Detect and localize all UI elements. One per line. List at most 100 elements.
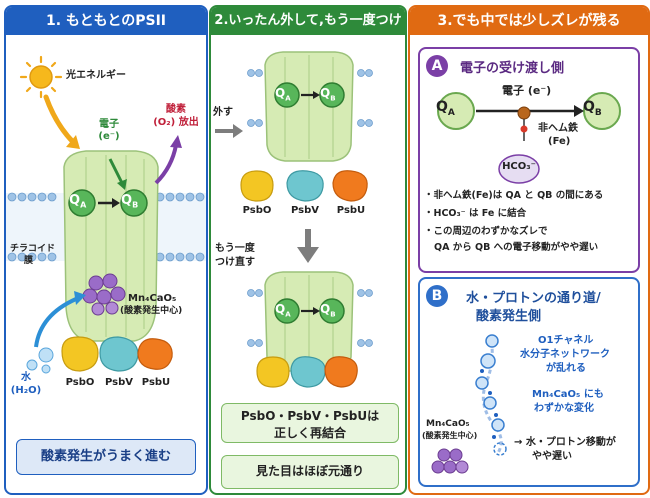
bottom-psii-complex <box>264 271 354 372</box>
panel2-illustration <box>215 51 373 388</box>
box-a-qb-label: QB <box>583 99 602 118</box>
qa-circle <box>68 189 96 217</box>
reattached-psbo <box>256 356 290 388</box>
panel-residual-shift: 3.でも中では少しズレが残る A 電子の受け渡し側 QA QB 電子 (e⁻) … <box>408 5 650 495</box>
psbu-shape <box>137 338 173 370</box>
box-a-bullet-4: QA から QB への電子移動がやや遅い <box>434 242 599 253</box>
electron-arrow <box>108 158 124 184</box>
proton-pathway-diagram <box>431 334 507 474</box>
fe-atom-icon <box>517 106 531 120</box>
psbo-shape <box>61 336 99 372</box>
box-b-cluster-note: (酸素発生中心) <box>422 431 478 440</box>
membrane-label: チラコイド <box>10 244 56 254</box>
panel1-illustration <box>6 55 206 374</box>
badge-a: A <box>426 55 448 77</box>
box-a-qa-circle <box>437 92 475 130</box>
psbu-label: PsbU <box>141 377 171 388</box>
cluster-note: (酸素発生中心) <box>120 306 183 316</box>
box-electron-transfer: A 電子の受け渡し側 QA QB 電子 (e⁻) 非ヘム鉄 (Fe) HCO₃⁻… <box>418 47 640 273</box>
water-molecules <box>475 334 505 432</box>
box-a-bullet-1: ・非ヘム鉄(Fe)は QA と QB の間にある <box>424 190 604 201</box>
light-arrow <box>43 94 77 146</box>
sun-icon <box>19 55 63 99</box>
box-b-line-2: 水分子ネットワーク <box>520 349 610 360</box>
box-b-line-3: が乱れる <box>546 363 586 374</box>
reattached-psbu <box>324 356 358 388</box>
panel1-summary: 酸素発生がうまく進む <box>16 439 196 475</box>
box-b-title-2: 酸素発生側 <box>476 309 542 324</box>
water-label: 水 <box>21 372 31 383</box>
detached-psbu-label: PsbU <box>336 205 366 216</box>
electron-label: 電子 <box>99 119 119 130</box>
box-a-qa-label: QA <box>436 99 455 118</box>
water-channel-path <box>481 334 503 454</box>
mn-cluster-icon <box>82 273 126 316</box>
water-symbol: (H₂O) <box>10 385 42 396</box>
oxygen-label: 酸素 <box>166 104 186 115</box>
membrane-label-2: 膜 <box>24 256 34 266</box>
box-b-line-1: O1チャネル <box>538 335 594 346</box>
top-qa-label: QA <box>275 86 291 103</box>
reattach-label: もう一度 <box>215 243 255 254</box>
panel-remove-reattach: 2.いったん外して,もう一度つけ直す <box>209 5 407 495</box>
panel3-title: 3.でも中では少しズレが残る <box>410 7 648 35</box>
box-b-cluster-label: Mn₄CaO₅ <box>426 419 470 429</box>
water-droplets <box>26 347 54 374</box>
qb-label: QB <box>121 193 139 210</box>
panel2-title: 2.いったん外して,もう一度つけ直す <box>211 7 405 56</box>
detached-psbv-label: PsbV <box>290 205 319 216</box>
remove-label: 外す <box>213 107 233 118</box>
detached-psbu <box>332 170 368 202</box>
psbo-label: PsbO <box>65 377 95 388</box>
fe-symbol: (Fe) <box>548 136 571 147</box>
reattach-label-2: つけ直す <box>215 257 255 268</box>
box-b-line-5: わずかな変化 <box>534 403 594 414</box>
oxygen-arrow <box>154 144 178 185</box>
bottom-qb-label: QB <box>320 302 336 319</box>
psbv-shape <box>99 336 139 372</box>
box-b-title-1: 水・プロトンの通り道/ <box>466 291 601 306</box>
box-b-line-6: → 水・プロトン移動が <box>514 437 616 448</box>
hco3-label: HCO₃⁻ <box>502 161 536 172</box>
panel1-title: 1. もともとのPSII <box>6 7 206 35</box>
bottom-qa-label: QA <box>275 302 291 319</box>
box-a-bullet-2: ・HCO₃⁻ は Fe に結合 <box>424 208 527 219</box>
note-rebinding-line2: 正しく再結合 <box>273 426 346 440</box>
box-a-bullet-3: ・この周辺のわずかなズレで <box>424 226 548 237</box>
note-appearance: 見た目はほぼ元通り <box>221 455 399 489</box>
electron-transfer-diagram <box>437 92 621 184</box>
top-qa-circle <box>274 82 300 108</box>
reattach-arrow <box>297 247 319 263</box>
water-arrow <box>34 297 77 348</box>
light-energy-label: 光エネルギー <box>66 70 126 81</box>
box-b-mn-cluster-icon <box>431 448 469 474</box>
reattached-psbv <box>290 356 326 388</box>
cluster-label: Mn₄CaO₅ <box>128 293 177 304</box>
top-membrane <box>247 69 373 127</box>
box-b-line-4: Mn₄CaO₅ にも <box>532 389 604 400</box>
remove-arrow <box>233 124 243 138</box>
note-rebinding: PsbO・PsbV・PsbUは 正しく再結合 <box>221 403 399 443</box>
detached-psbo <box>240 170 274 202</box>
qa-label: QA <box>69 193 87 210</box>
psbv-label: PsbV <box>104 377 133 388</box>
electron-symbol: (e⁻) <box>98 131 120 142</box>
panel-original-psii: 1. もともとのPSII <box>4 5 208 495</box>
box-a-transfer-arrow <box>574 105 584 117</box>
badge-b: B <box>426 285 448 307</box>
detached-psbv <box>286 170 324 202</box>
box-a-title: 電子の受け渡し側 <box>460 61 565 76</box>
oxygen-release-label: (O₂) 放出 <box>153 117 199 128</box>
box-a-electron-label: 電子 (e⁻) <box>502 84 552 97</box>
top-psii-complex <box>264 51 354 162</box>
note-rebinding-line1: PsbO・PsbV・PsbUは <box>240 409 380 423</box>
bottom-qa-circle <box>274 298 300 324</box>
detached-psbo-label: PsbO <box>242 205 272 216</box>
box-proton-pathway: B 水・プロトンの通り道/ 酸素発生側 O1チャネル 水分子ネットワーク が乱れ… <box>418 277 640 487</box>
hco3-bubble <box>498 154 540 184</box>
box-b-line-7: やや遅い <box>532 451 572 462</box>
top-qb-label: QB <box>320 86 336 103</box>
qb-circle <box>120 189 148 217</box>
fe-label: 非ヘム鉄 <box>538 123 578 134</box>
